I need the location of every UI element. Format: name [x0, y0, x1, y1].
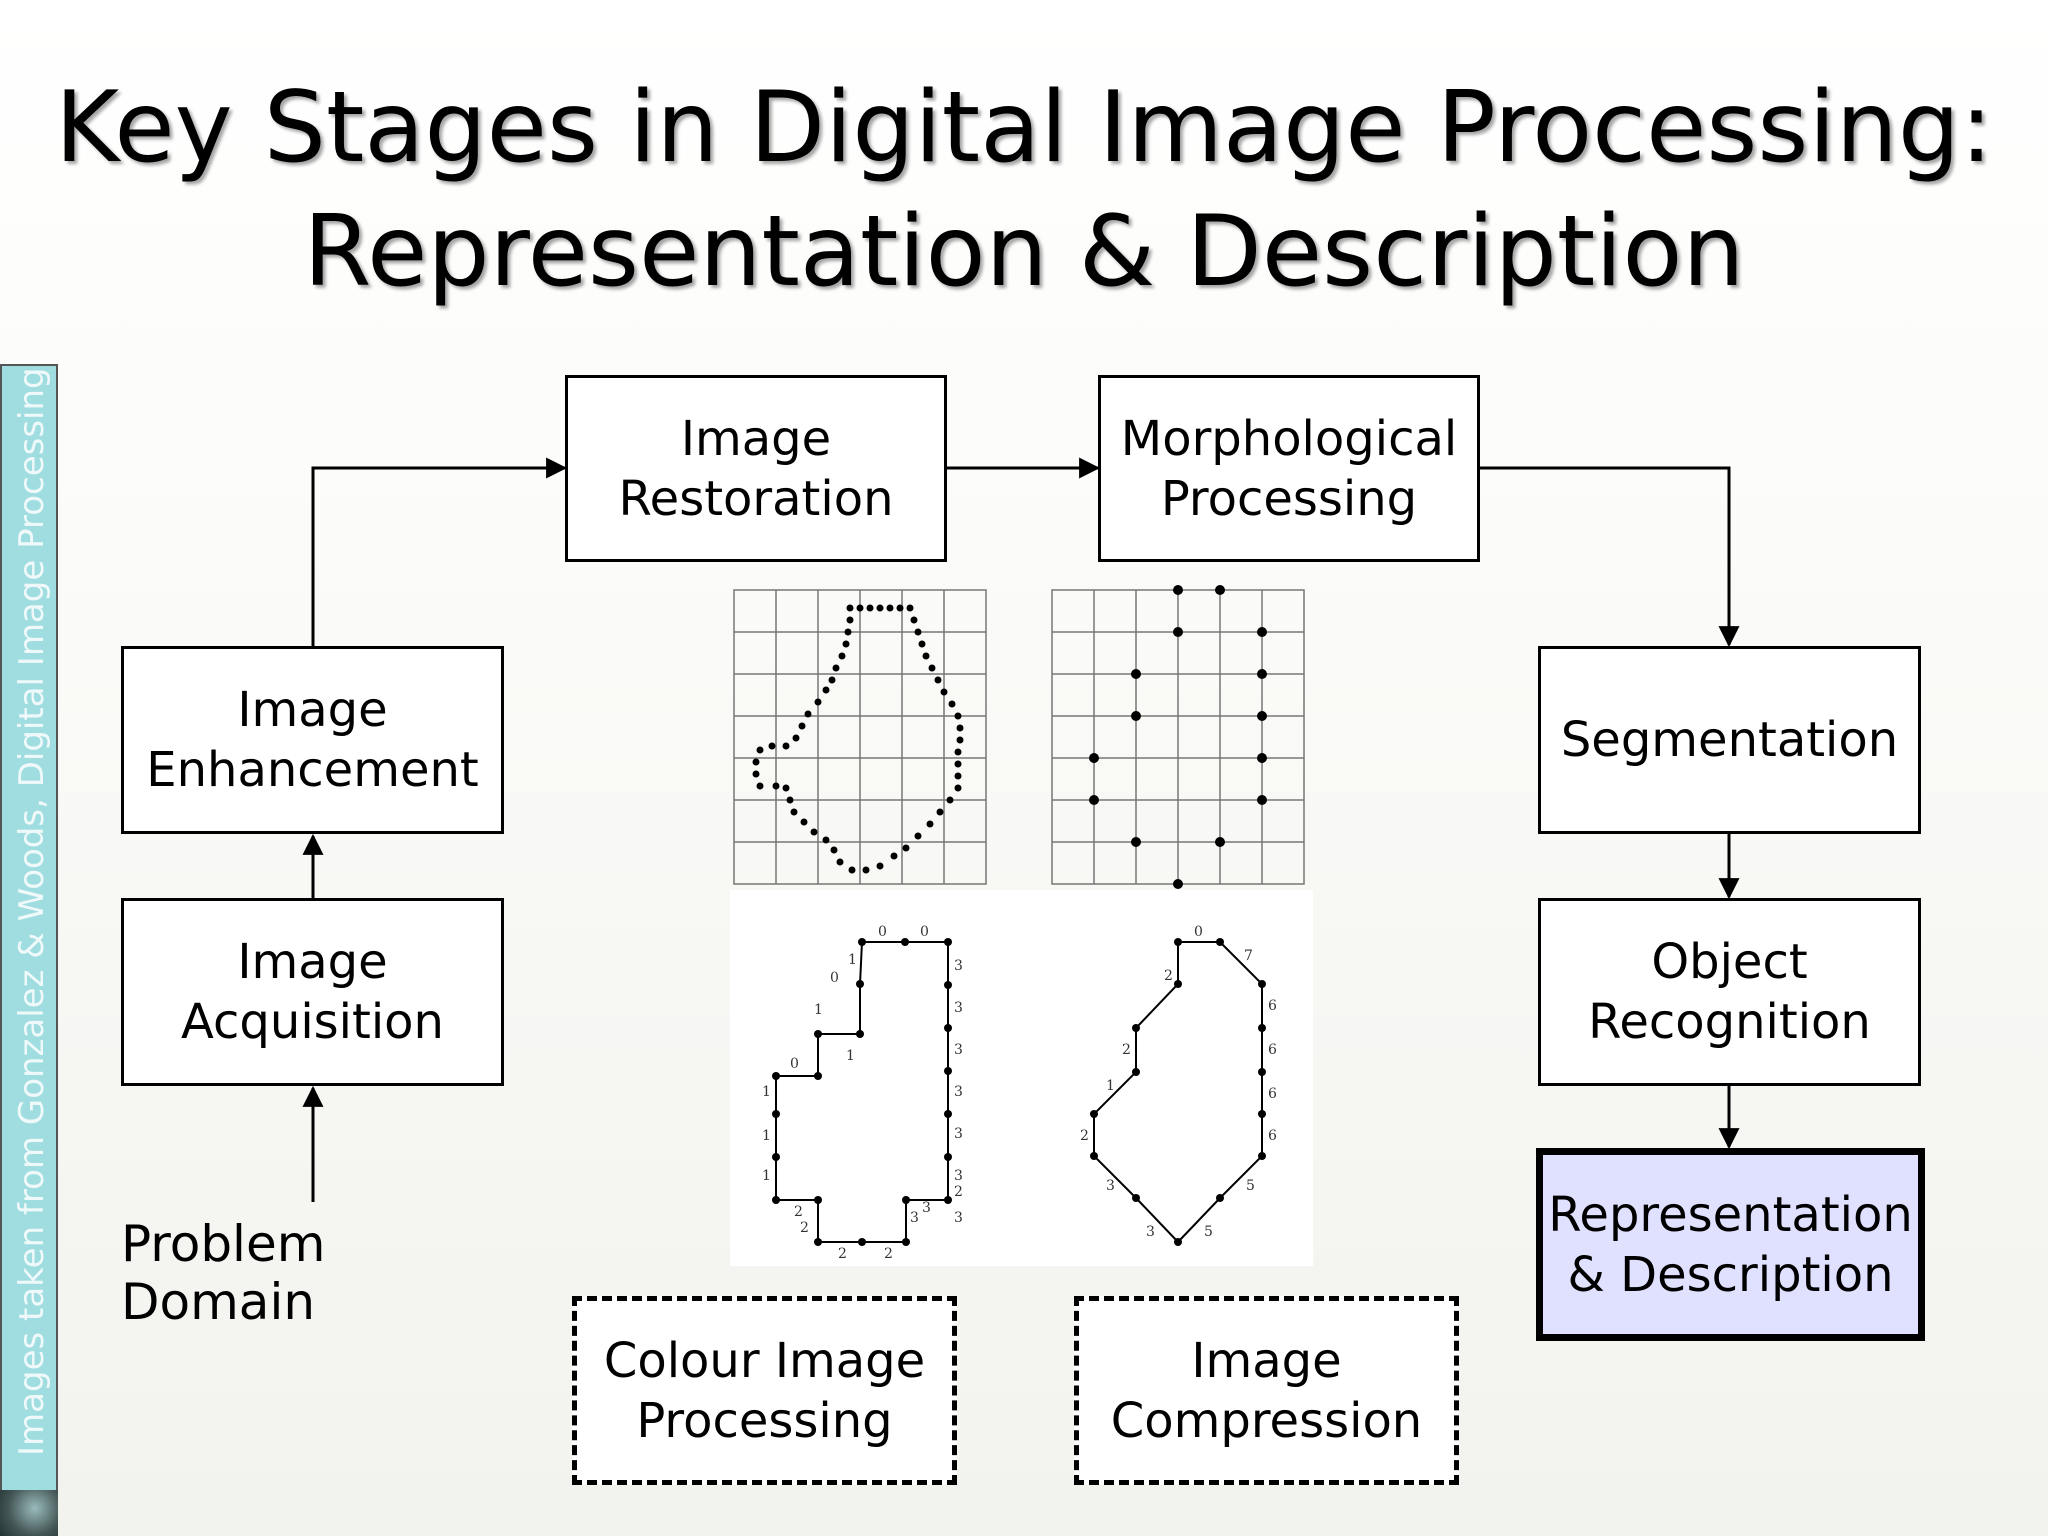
svg-text:5: 5 [1204, 1224, 1213, 1240]
svg-text:2: 2 [1080, 1128, 1089, 1144]
svg-text:1: 1 [762, 1168, 771, 1184]
svg-text:3: 3 [954, 1126, 963, 1142]
page-title: Key Stages in Digital Image Processing: … [0, 66, 2048, 314]
title-line-2: Representation & Description [303, 195, 1745, 309]
svg-text:3: 3 [922, 1200, 931, 1216]
svg-text:1: 1 [1106, 1078, 1115, 1094]
title-line-1: Key Stages in Digital Image Processing: [54, 71, 1994, 185]
svg-text:3: 3 [954, 1168, 963, 1184]
chain-code-8dir-nodes [1090, 938, 1266, 1246]
segmentation-label: Segmentation [1560, 712, 1899, 768]
svg-text:2: 2 [1164, 968, 1173, 984]
object-recognition-label: Object Recognition [1588, 934, 1871, 1050]
grid-boundary-4dir-points [752, 604, 964, 874]
svg-text:6: 6 [1268, 1128, 1277, 1144]
svg-text:3: 3 [954, 1210, 963, 1226]
svg-text:6: 6 [1268, 998, 1277, 1014]
chain-code-4dir-labels: 0 0 1 0 3 3 3 3 3 3 1 1 1 0 1 1 2 2 2 2 … [762, 924, 963, 1262]
image-acquisition-box: Image Acquisition [121, 898, 504, 1086]
svg-text:1: 1 [814, 1002, 823, 1018]
arrow-morphological-to-segmentation [1480, 466, 1740, 648]
svg-text:3: 3 [954, 1084, 963, 1100]
svg-text:2: 2 [954, 1184, 963, 1200]
svg-text:3: 3 [910, 1210, 919, 1226]
svg-text:0: 0 [878, 924, 887, 940]
representation-description-box: Representation & Description [1536, 1148, 1925, 1341]
chain-code-8dir-labels: 0 7 6 6 6 6 2 2 1 2 3 3 5 5 [1080, 924, 1277, 1240]
svg-text:7: 7 [1244, 948, 1253, 964]
svg-text:5: 5 [1246, 1178, 1255, 1194]
svg-text:1: 1 [762, 1128, 771, 1144]
svg-text:3: 3 [1106, 1178, 1115, 1194]
svg-text:3: 3 [954, 1042, 963, 1058]
morphological-processing-label: Morphological Processing [1120, 410, 1458, 527]
svg-text:3: 3 [1146, 1224, 1155, 1240]
svg-text:0: 0 [790, 1056, 799, 1072]
morphological-processing-box: Morphological Processing [1098, 375, 1480, 562]
svg-text:0: 0 [830, 970, 839, 986]
svg-text:0: 0 [1194, 924, 1203, 940]
svg-text:3: 3 [954, 958, 963, 974]
image-enhancement-box: Image Enhancement [121, 646, 504, 834]
chain-code-4dir-nodes [772, 938, 952, 1246]
svg-text:2: 2 [794, 1204, 803, 1220]
image-compression-box: Image Compression [1074, 1296, 1459, 1485]
chain-code-4dir [775, 941, 949, 1243]
segmentation-box: Segmentation [1538, 646, 1921, 834]
representation-description-label: Representation & Description [1548, 1186, 1913, 1303]
image-compression-label: Image Compression [1110, 1332, 1423, 1449]
svg-text:2: 2 [800, 1220, 809, 1236]
logo-icon [0, 1490, 58, 1536]
svg-text:2: 2 [838, 1246, 847, 1262]
svg-text:1: 1 [848, 952, 857, 968]
sidebar-credit: Images taken from Gonzalez & Woods, Digi… [0, 364, 58, 1500]
colour-image-processing-label: Colour Image Processing [603, 1332, 926, 1449]
svg-text:1: 1 [762, 1084, 771, 1100]
image-acquisition-label: Image Acquisition [181, 934, 444, 1050]
svg-text:1: 1 [846, 1048, 855, 1064]
svg-text:6: 6 [1268, 1086, 1277, 1102]
colour-image-processing-box: Colour Image Processing [572, 1296, 957, 1485]
object-recognition-box: Object Recognition [1538, 898, 1921, 1086]
grid-boundary-8dir-points [1089, 585, 1267, 889]
svg-text:6: 6 [1268, 1042, 1277, 1058]
svg-text:0: 0 [920, 924, 929, 940]
svg-text:2: 2 [1122, 1042, 1131, 1058]
image-restoration-box: Image Restoration [565, 375, 947, 562]
svg-text:3: 3 [954, 1000, 963, 1016]
image-restoration-label: Image Restoration [618, 410, 894, 527]
arrow-enhancement-to-restoration [311, 457, 568, 646]
grid-boundary-4dir [733, 589, 987, 885]
problem-domain-label: Problem Domain [121, 1215, 326, 1331]
svg-text:2: 2 [884, 1246, 893, 1262]
image-enhancement-label: Image Enhancement [146, 682, 479, 798]
